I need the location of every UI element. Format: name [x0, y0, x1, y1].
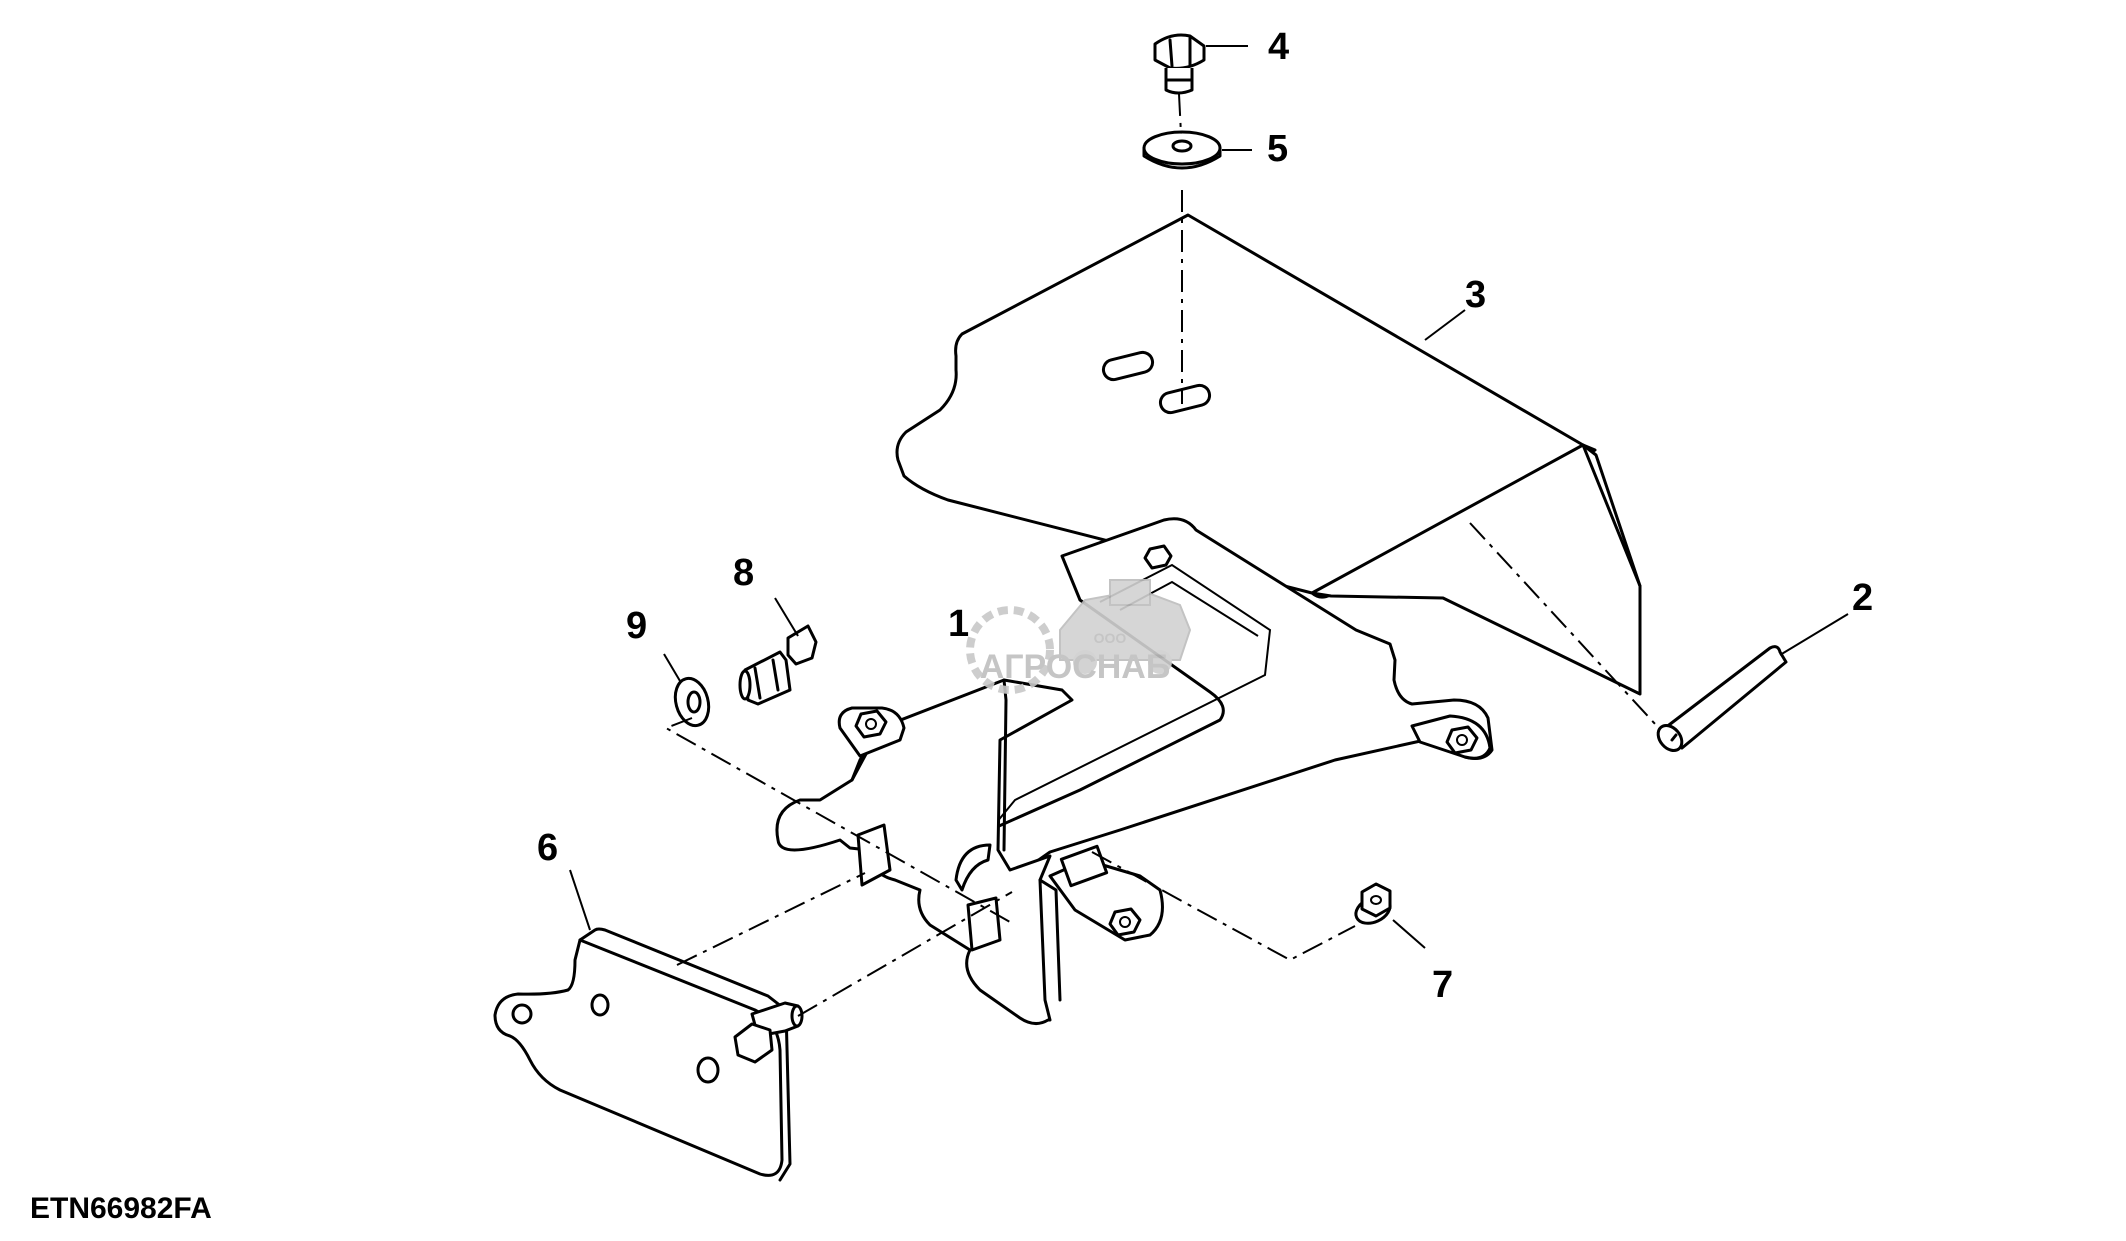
washer-part-5	[1142, 130, 1222, 170]
figure-id-label: ETN66982FA	[30, 1192, 212, 1225]
lock-washer-part-9	[673, 676, 711, 728]
watermark-small-text: ООО	[1094, 630, 1127, 646]
callout-8: 8	[733, 552, 754, 594]
callout-1: 1	[948, 603, 969, 645]
leader-lines	[569, 45, 1849, 949]
callout-5: 5	[1267, 128, 1288, 170]
hex-nut-bracket-left	[854, 709, 888, 739]
callout-7: 7	[1432, 964, 1453, 1006]
callout-6: 6	[537, 827, 558, 869]
callout-labels: 1 2 3 4 5 6 7 8 9	[537, 26, 1873, 1006]
assembly-centerlines	[663, 93, 1657, 1017]
watermark-name-text: АГРОСНАБ	[980, 648, 1171, 686]
cover-plate-part-3	[895, 213, 1642, 696]
callout-4: 4	[1268, 26, 1289, 68]
sleeve-pin-part-2	[1656, 645, 1788, 753]
cap-screw-part-4	[1153, 33, 1206, 95]
hex-nut-cover-top	[1143, 544, 1173, 570]
hex-nut-bracket-bottom	[1108, 907, 1142, 937]
callout-3: 3	[1465, 274, 1486, 316]
lower-plate-part-6	[493, 927, 804, 1182]
cap-screw-part-8	[738, 624, 818, 706]
callout-2: 2	[1852, 577, 1873, 619]
callout-9: 9	[626, 605, 647, 647]
agrosnab-watermark: ООО АГРОСНАБ	[966, 579, 1192, 694]
hex-nut-bracket-right	[1445, 725, 1479, 755]
flange-nut-part-7	[1354, 882, 1392, 925]
